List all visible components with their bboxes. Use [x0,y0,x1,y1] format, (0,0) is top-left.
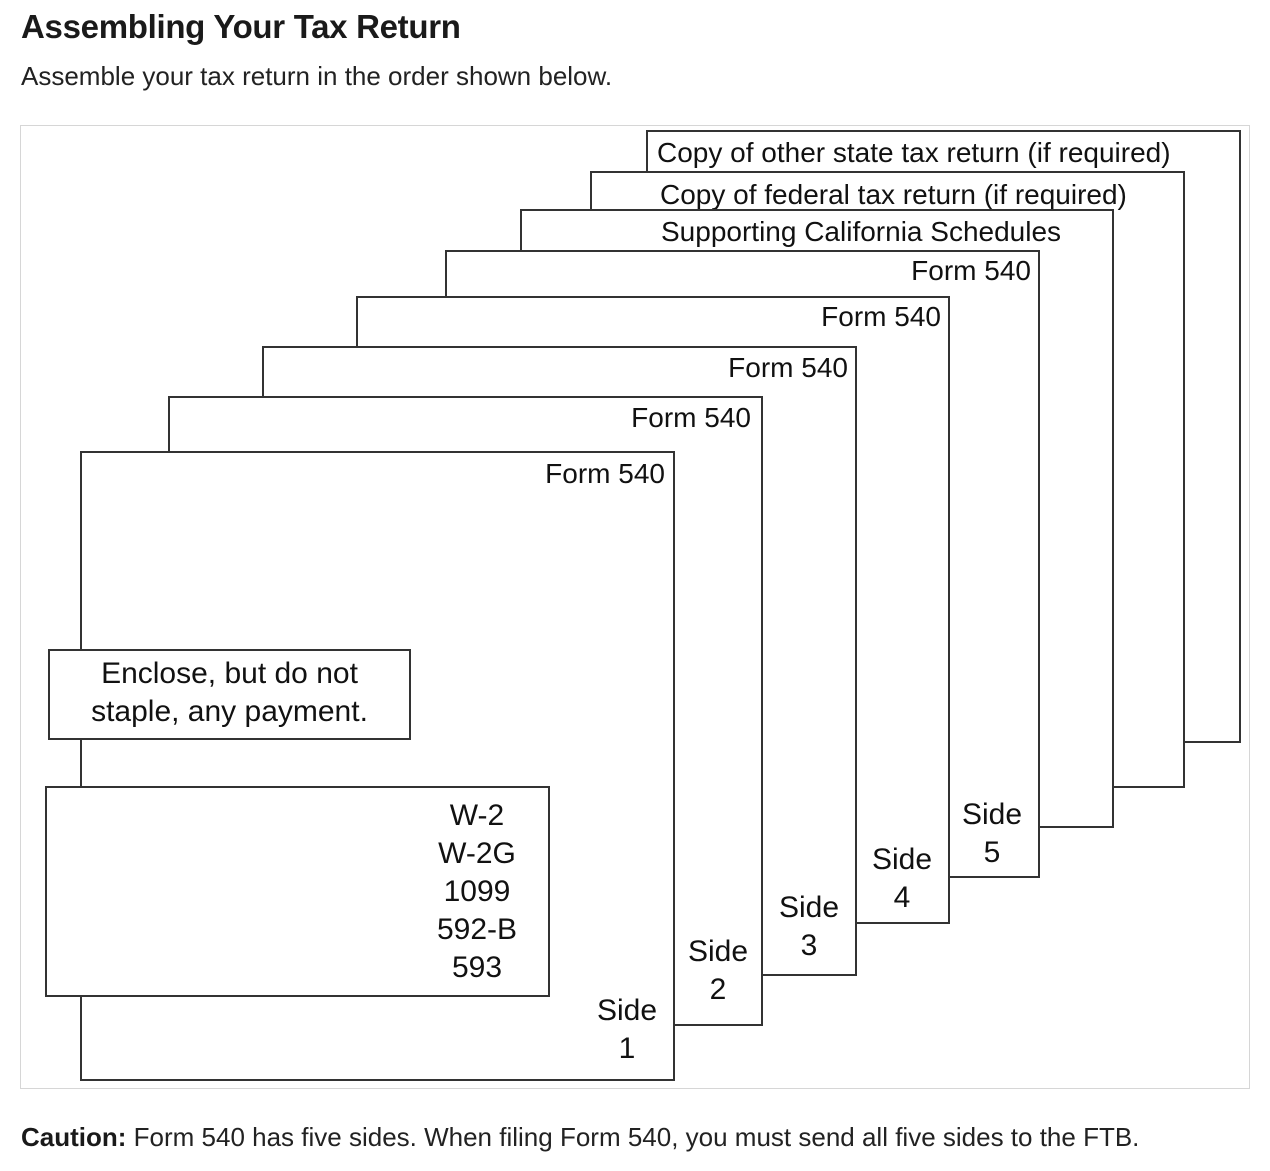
attachment-w2: W-2 [449,799,505,832]
attachment-592b: 592-B [436,913,518,946]
attachment-593: 593 [451,951,503,984]
payment-note: Enclose, but do not staple, any payment. [48,649,411,740]
page-title: Assembling Your Tax Return [21,8,461,45]
diagram-frame [20,125,1250,1089]
attachment-w2g: W-2G [438,837,516,870]
attachments-box: W-2 W-2G 1099 592-B 593 [45,786,550,997]
caution-note: Caution: Form 540 has five sides. When f… [21,1122,1140,1152]
attachment-1099: 1099 [443,875,511,908]
page-subtitle: Assemble your tax return in the order sh… [21,61,613,91]
